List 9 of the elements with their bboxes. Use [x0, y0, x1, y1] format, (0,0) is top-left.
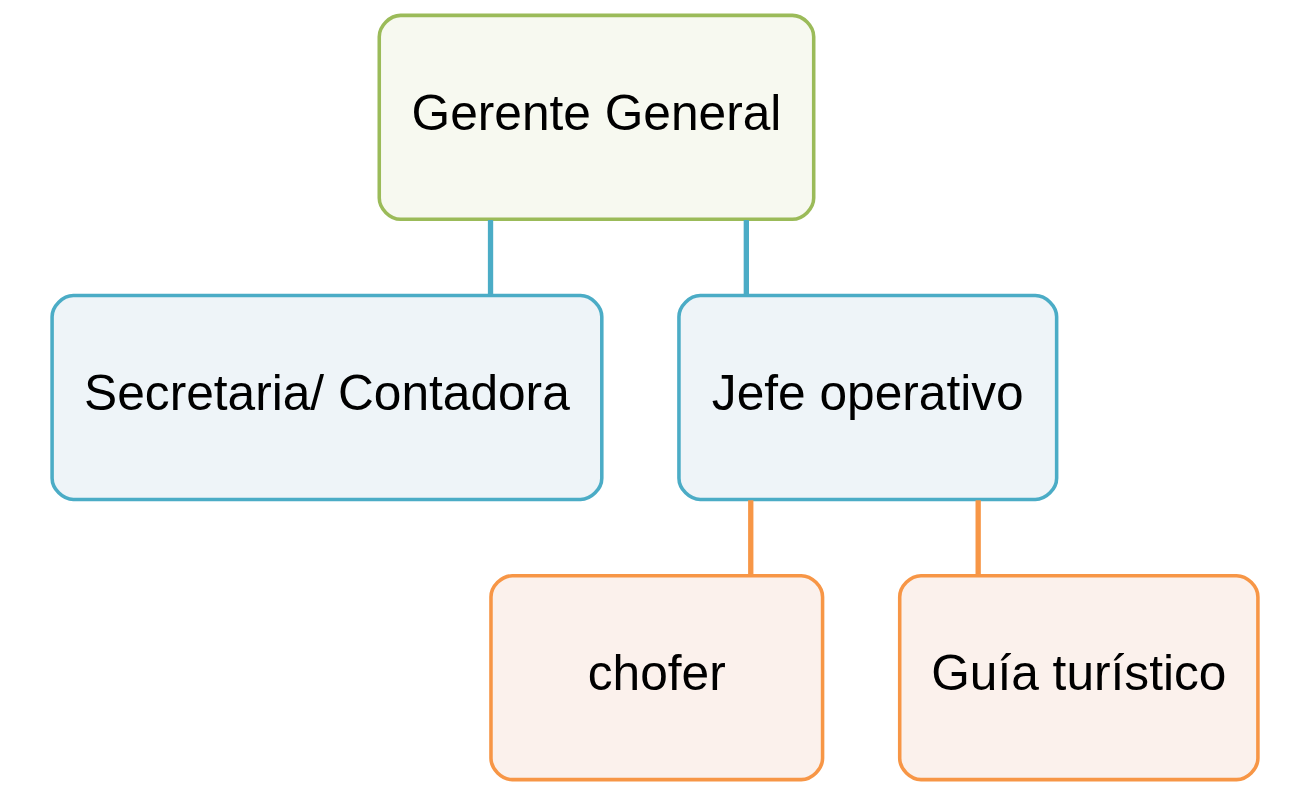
connector — [975, 500, 981, 576]
connector — [487, 220, 493, 296]
node-box: Secretaria/ Contadora — [49, 293, 604, 502]
node-box: Guía turístico — [897, 573, 1260, 782]
node-box: chofer — [488, 573, 824, 782]
node-box: Gerente General — [377, 13, 815, 222]
connector — [743, 220, 749, 296]
connector — [747, 500, 753, 576]
node-box: Jefe operativo — [676, 293, 1058, 502]
